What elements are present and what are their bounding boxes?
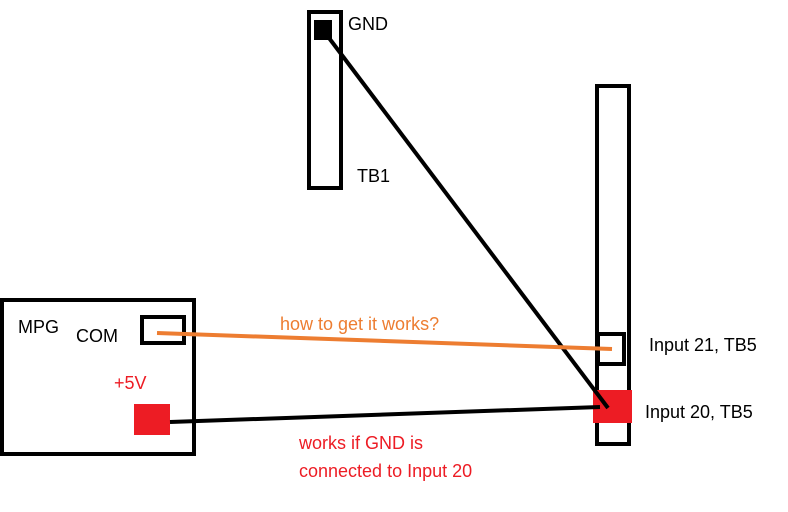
com-to-input21-wire bbox=[156, 331, 613, 351]
tb5-input20-label: Input 20, TB5 bbox=[645, 402, 753, 422]
tb5-input21-label: Input 21, TB5 bbox=[649, 335, 757, 355]
plus5v-to-input20-wire bbox=[169, 405, 601, 424]
gnd-to-input20-wire bbox=[321, 28, 610, 410]
mpg-plus5v-terminal bbox=[134, 404, 170, 435]
note-line-2: connected to Input 20 bbox=[299, 461, 472, 481]
tb1-gnd-label: GND bbox=[348, 14, 388, 34]
tb5-block bbox=[595, 84, 631, 446]
question-annotation: how to get it works? bbox=[280, 314, 439, 334]
mpg-plus5v-label: +5V bbox=[114, 373, 147, 393]
mpg-com-terminal bbox=[140, 315, 186, 345]
tb1-block bbox=[307, 10, 343, 190]
mpg-title: MPG bbox=[18, 317, 59, 337]
tb1-label: TB1 bbox=[357, 166, 390, 186]
mpg-com-label: COM bbox=[76, 326, 118, 346]
note-line-1: works if GND is bbox=[298, 433, 423, 453]
